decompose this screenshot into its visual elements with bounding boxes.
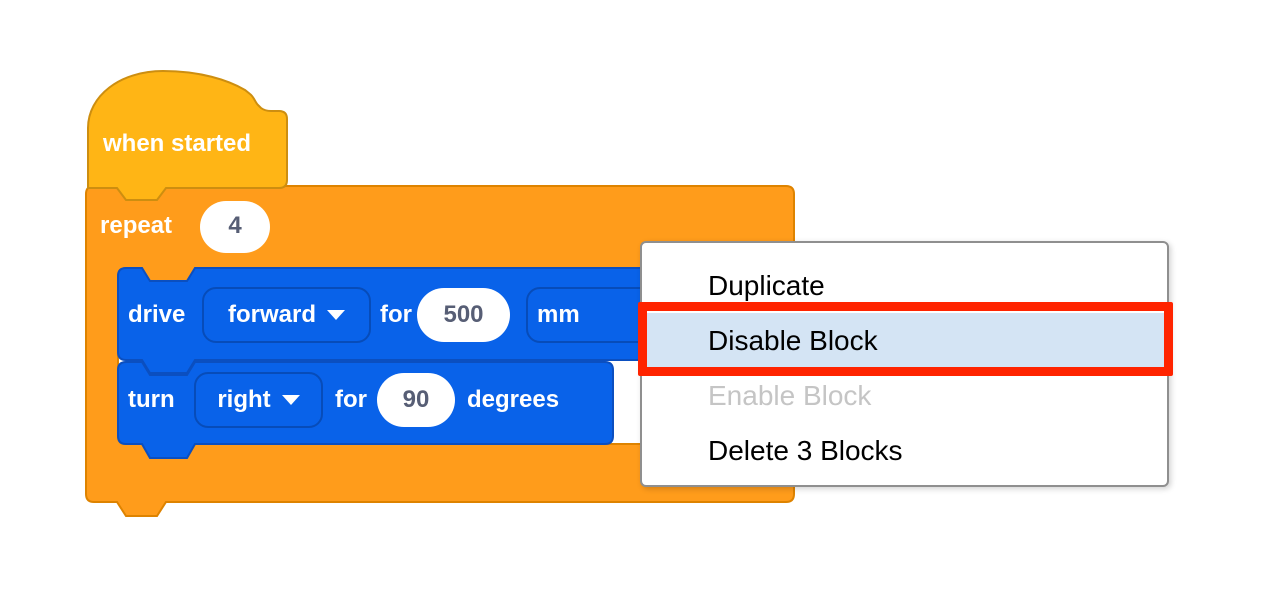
drive-direction-dropdown[interactable]: forward: [203, 288, 370, 342]
drive-unit-dropdown[interactable]: mm: [537, 301, 580, 328]
repeat-count-input[interactable]: 4: [228, 212, 242, 239]
context-menu: Duplicate Disable Block Enable Block Del…: [640, 241, 1169, 487]
drive-direction-value: forward: [227, 301, 316, 328]
turn-unit-label: degrees: [467, 386, 560, 413]
menu-item-enable-block: Enable Block: [708, 380, 872, 411]
drive-direction-dropdown-outline: [202, 287, 371, 343]
when-started-block[interactable]: [87, 69, 288, 201]
drive-distance-field-bg: [417, 288, 510, 342]
turn-direction-dropdown-outline: [194, 372, 323, 428]
repeat-count-field-bg: [200, 201, 270, 253]
turn-for-label: for: [335, 386, 367, 413]
turn-direction-dropdown[interactable]: right: [195, 373, 322, 427]
turn-block[interactable]: [117, 361, 614, 459]
menu-item-delete-blocks[interactable]: Delete 3 Blocks: [708, 435, 903, 466]
dropdown-arrow-icon: [327, 310, 345, 320]
drive-for-label: for: [380, 301, 412, 328]
dropdown-arrow-icon: [281, 395, 300, 405]
menu-item-disable-block[interactable]: Disable Block: [642, 313, 1167, 368]
turn-angle-field-bg: [377, 373, 455, 427]
turn-angle-input[interactable]: 90: [402, 386, 430, 413]
drive-verb-label: drive: [128, 301, 186, 328]
repeat-label: repeat: [100, 212, 173, 239]
turn-verb-label: turn: [128, 386, 175, 413]
menu-item-duplicate[interactable]: Duplicate: [708, 270, 825, 301]
drive-distance-input[interactable]: 500: [443, 301, 484, 328]
turn-direction-value: right: [217, 386, 271, 413]
when-started-label: when started: [103, 130, 252, 157]
